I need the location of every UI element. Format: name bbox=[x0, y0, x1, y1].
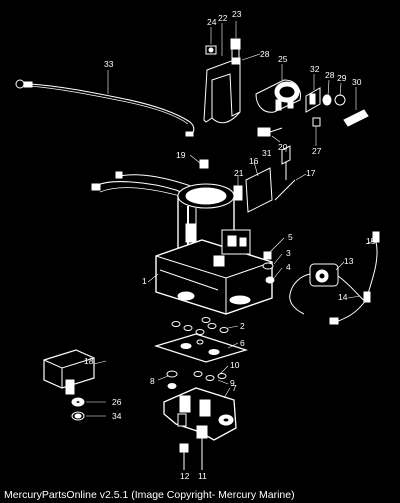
valve-plate-part-6 bbox=[153, 333, 249, 363]
callout-32: 32 bbox=[310, 64, 320, 74]
callout-23: 23 bbox=[232, 9, 242, 19]
callout-29: 29 bbox=[337, 73, 347, 83]
callout-26: 26 bbox=[112, 397, 122, 407]
terminal-block-part-18 bbox=[43, 349, 95, 421]
callout-5: 5 bbox=[288, 232, 293, 242]
callout-14: 14 bbox=[338, 292, 348, 302]
callout-27: 27 bbox=[312, 146, 322, 156]
terminal-parts bbox=[305, 87, 369, 127]
seal-rings-lower bbox=[166, 370, 227, 389]
callout-labels: 24 22 23 28 25 32 28 29 30 33 31 20 27 1… bbox=[84, 9, 376, 481]
callout-17: 17 bbox=[306, 168, 316, 178]
mounting-bracket-assembly bbox=[203, 38, 241, 124]
callout-22: 22 bbox=[218, 13, 228, 23]
copyright-caption: MercuryPartsOnline v2.5.1 (Image Copyrig… bbox=[4, 489, 295, 501]
callout-11: 11 bbox=[198, 471, 207, 481]
callout-1: 1 bbox=[142, 276, 147, 286]
callout-28-lower: 28 bbox=[325, 70, 335, 80]
callout-15: 15 bbox=[366, 236, 376, 246]
callout-leaders bbox=[86, 21, 377, 470]
callout-6: 6 bbox=[240, 338, 245, 348]
callout-12: 12 bbox=[180, 471, 190, 481]
callout-24: 24 bbox=[207, 17, 217, 27]
callout-4: 4 bbox=[286, 262, 291, 272]
callout-31: 31 bbox=[262, 148, 272, 158]
sender-assembly-part-13 bbox=[289, 231, 380, 325]
callout-20: 20 bbox=[278, 142, 288, 152]
pump-body-part-1 bbox=[155, 229, 273, 315]
callout-13: 13 bbox=[344, 256, 354, 266]
callout-21: 21 bbox=[234, 168, 244, 178]
callout-18: 18 bbox=[84, 356, 94, 366]
callout-9: 9 bbox=[230, 378, 235, 388]
solenoid-switch-part-25 bbox=[255, 79, 301, 113]
seal-rings-part-2 bbox=[171, 317, 229, 335]
valve-fittings bbox=[262, 251, 275, 284]
manifold-part-7 bbox=[163, 387, 237, 441]
callout-8: 8 bbox=[150, 376, 155, 386]
callout-16: 16 bbox=[249, 156, 259, 166]
callout-33: 33 bbox=[104, 59, 114, 69]
callout-7: 7 bbox=[232, 383, 237, 393]
callout-25: 25 bbox=[278, 54, 288, 64]
callout-30: 30 bbox=[352, 77, 362, 87]
callout-19: 19 bbox=[176, 150, 186, 160]
callout-2: 2 bbox=[240, 321, 245, 331]
callout-34: 34 bbox=[112, 411, 122, 421]
wire-harness-part-33 bbox=[15, 79, 195, 137]
callout-3: 3 bbox=[286, 248, 291, 258]
callout-10: 10 bbox=[230, 360, 240, 370]
fastener-group-upper bbox=[199, 127, 296, 213]
callout-28-upper: 28 bbox=[260, 49, 270, 59]
